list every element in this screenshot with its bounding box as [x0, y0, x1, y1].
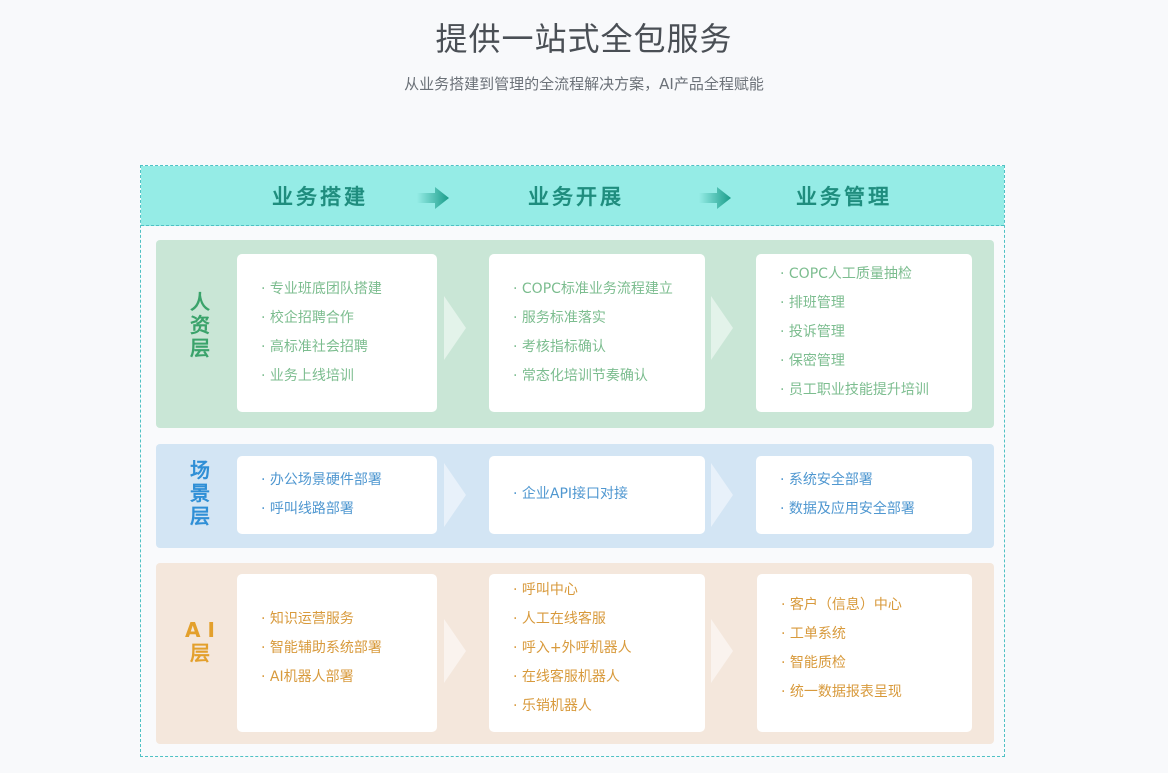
list-item: 知识运营服务	[261, 605, 437, 634]
service-diagram: 业务搭建 业务开展 业务管理 人 资 层 专业班底团队搭建 校企招聘合作 高标准…	[140, 165, 1005, 757]
layer-hr: 人 资 层 专业班底团队搭建 校企招聘合作 高标准社会招聘 业务上线培训 COP…	[156, 240, 994, 428]
stage-label-setup: 业务搭建	[272, 185, 368, 209]
chevron-right-icon	[711, 619, 733, 683]
list-item: 呼叫线路部署	[261, 495, 437, 524]
list-item: 专业班底团队搭建	[261, 275, 437, 304]
hr-setup-card: 专业班底团队搭建 校企招聘合作 高标准社会招聘 业务上线培训	[237, 254, 437, 412]
hr-manage-card: COPC人工质量抽检 排班管理 投诉管理 保密管理 员工职业技能提升培训	[756, 254, 972, 412]
stage-label-operate: 业务开展	[528, 185, 624, 209]
list-item: 在线客服机器人	[513, 663, 705, 692]
list-item: 员工职业技能提升培训	[780, 376, 972, 405]
list-item: 智能质检	[781, 649, 972, 678]
list-item: 排班管理	[780, 289, 972, 318]
arrow-right-icon	[417, 187, 449, 209]
list-item: 高标准社会招聘	[261, 333, 437, 362]
list-item: 考核指标确认	[513, 333, 705, 362]
list-item: 智能辅助系统部署	[261, 634, 437, 663]
ai-manage-card: 客户（信息）中心 工单系统 智能质检 统一数据报表呈现	[757, 574, 972, 732]
chevron-right-icon	[444, 463, 466, 527]
layer-hr-name: 人 资 层	[190, 290, 210, 360]
list-item: 数据及应用安全部署	[780, 495, 972, 524]
list-item: 办公场景硬件部署	[261, 466, 437, 495]
list-item: 统一数据报表呈现	[781, 678, 972, 707]
list-item: 工单系统	[781, 620, 972, 649]
scene-setup-card: 办公场景硬件部署 呼叫线路部署	[237, 456, 437, 534]
list-item: 保密管理	[780, 347, 972, 376]
hr-operate-card: COPC标准业务流程建立 服务标准落实 考核指标确认 常态化培训节奏确认	[489, 254, 705, 412]
stage-label-manage: 业务管理	[796, 185, 892, 209]
list-item: 业务上线培训	[261, 362, 437, 391]
chevron-right-icon	[711, 463, 733, 527]
list-item: 呼叫中心	[513, 576, 705, 605]
list-item: 系统安全部署	[780, 466, 972, 495]
list-item: 企业API接口对接	[513, 480, 705, 509]
page-title: 提供一站式全包服务	[435, 20, 733, 58]
chevron-right-icon	[444, 296, 466, 360]
list-item: 人工在线客服	[513, 605, 705, 634]
arrow-right-icon	[699, 187, 731, 209]
list-item: 常态化培训节奏确认	[513, 362, 705, 391]
list-item: COPC标准业务流程建立	[513, 275, 705, 304]
layer-scene-name: 场 景 层	[190, 458, 210, 528]
scene-manage-card: 系统安全部署 数据及应用安全部署	[756, 456, 972, 534]
list-item: AI机器人部署	[261, 663, 437, 692]
list-item: 服务标准落实	[513, 304, 705, 333]
stage-header: 业务搭建 业务开展 业务管理	[141, 166, 1004, 226]
layer-scene: 场 景 层 办公场景硬件部署 呼叫线路部署 企业API接口对接 系统安全部署 数…	[156, 444, 994, 548]
list-item: 客户（信息）中心	[781, 591, 972, 620]
list-item: COPC人工质量抽检	[780, 260, 972, 289]
scene-operate-card: 企业API接口对接	[489, 456, 705, 534]
list-item: 呼入+外呼机器人	[513, 634, 705, 663]
ai-operate-card: 呼叫中心 人工在线客服 呼入+外呼机器人 在线客服机器人 乐销机器人	[489, 574, 705, 732]
list-item: 校企招聘合作	[261, 304, 437, 333]
list-item: 投诉管理	[780, 318, 972, 347]
page-subtitle: 从业务搭建到管理的全流程解决方案，AI产品全程赋能	[404, 75, 764, 93]
chevron-right-icon	[444, 619, 466, 683]
layer-ai: A I 层 知识运营服务 智能辅助系统部署 AI机器人部署 呼叫中心 人工在线客…	[156, 563, 994, 744]
chevron-right-icon	[711, 296, 733, 360]
list-item: 乐销机器人	[513, 692, 705, 721]
ai-setup-card: 知识运营服务 智能辅助系统部署 AI机器人部署	[237, 574, 437, 732]
layer-ai-name: A I 层	[185, 618, 215, 665]
